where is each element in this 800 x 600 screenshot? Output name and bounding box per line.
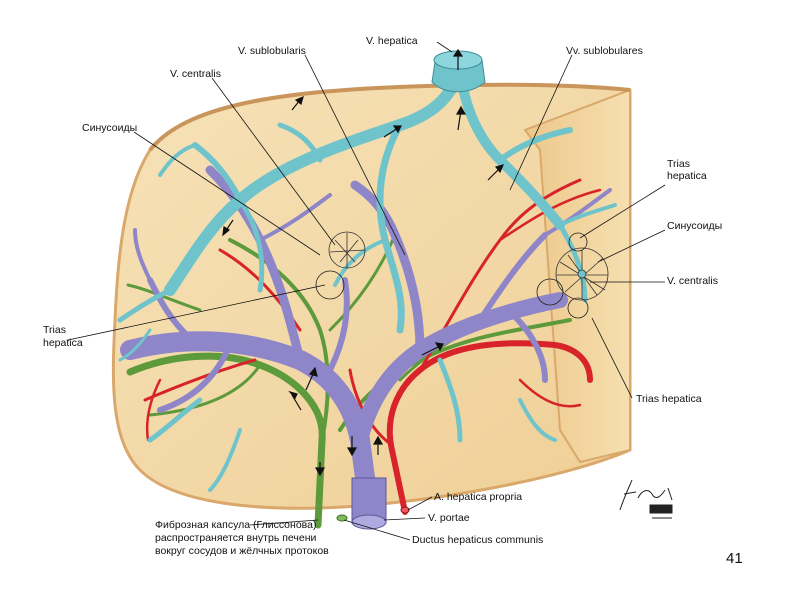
artery-tree	[143, 178, 602, 515]
labels: V. hepatica V. sublobularis Vv. sublobul…	[43, 35, 722, 557]
label-trias-hepatica-left-2: hepatica	[43, 337, 83, 349]
lobule-left	[315, 231, 366, 300]
leader-lines	[67, 41, 666, 541]
label-v-hepatica: V. hepatica	[366, 35, 418, 47]
label-trias-hepatica-right-2: hepatica	[667, 170, 707, 182]
label-trias-hepatica-right-1: Trias	[667, 158, 690, 170]
hilum-vessel-stumps	[336, 477, 410, 530]
label-v-centralis-left: V. centralis	[170, 68, 221, 80]
label-trias-hepatica-bottom: Trias hepatica	[636, 393, 702, 405]
label-sinusoidy-left: Синусоиды	[82, 122, 137, 134]
label-capsule-line2: распространяется внутрь печени	[155, 532, 317, 544]
label-sinusoidy-right: Синусоиды	[667, 220, 722, 232]
label-ductus-hepaticus: Ductus hepaticus communis	[412, 534, 543, 546]
label-v-sublobularis: V. sublobularis	[238, 45, 306, 57]
label-v-portae: V. portae	[428, 512, 470, 524]
artist-signature	[619, 479, 673, 519]
lobule-right	[536, 232, 609, 319]
hepatic-vein-tree	[117, 64, 617, 492]
label-a-hepatica-propria: A. hepatica propria	[434, 491, 522, 503]
liver-top-edge	[148, 82, 631, 152]
label-v-centralis-right: V. centralis	[667, 275, 718, 287]
label-trias-hepatica-left-1: Trias	[43, 324, 66, 336]
label-vv-sublobulares: Vv. sublobulares	[566, 45, 643, 57]
label-capsule-line3: вокруг сосудов и жёлчных протоков	[155, 545, 329, 557]
page-number: 41	[726, 550, 743, 567]
flow-arrows	[222, 48, 505, 477]
label-capsule-line1: Фиброзная капсула (Глиссонова)	[155, 519, 316, 531]
